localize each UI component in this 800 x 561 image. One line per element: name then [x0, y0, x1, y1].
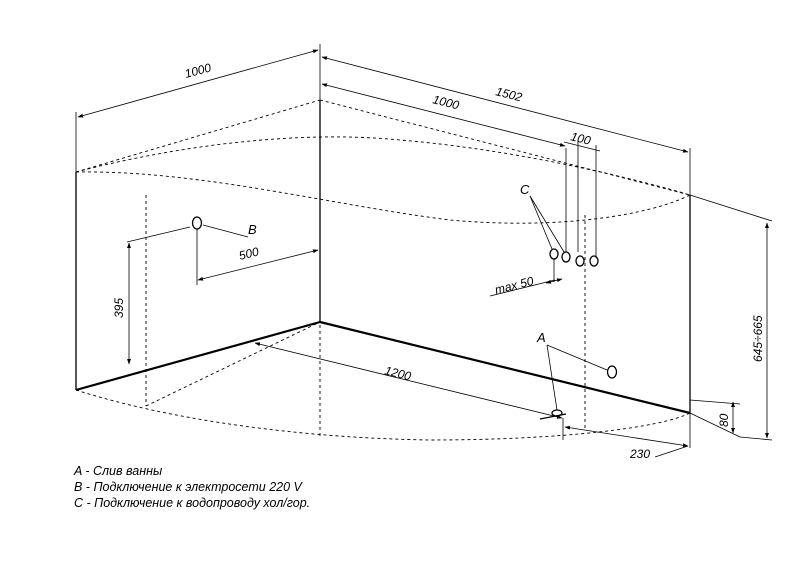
dim-width-top: 1000: [75, 44, 321, 172]
dim-label-width-top: 1000: [183, 60, 213, 81]
dim-max-water: max 50: [489, 259, 563, 297]
water-port-2-icon: [589, 255, 599, 267]
water-connections: C: [520, 182, 599, 267]
dim-label-power-offset: 500: [237, 244, 260, 263]
dim-label-length-to-water: 1000: [431, 92, 461, 112]
dim-power-height: 395: [112, 226, 191, 365]
power-connection: B: [191, 216, 257, 238]
cold-water-port-icon: [549, 248, 559, 260]
legend: A - Слив ванны B - Подключение к электро…: [74, 463, 310, 511]
dim-label-max-water: max 50: [493, 274, 535, 297]
dim-label-water-spacing: 100: [569, 129, 592, 148]
hot-water-port-icon: [575, 255, 585, 267]
dim-length-total: 1502: [321, 56, 691, 195]
marker-c: C: [520, 182, 530, 197]
overflow-icon: [606, 365, 618, 379]
dim-label-total-height: 645÷665: [751, 315, 765, 362]
dim-drain-offset: 230: [562, 413, 691, 461]
dim-bottom-length: 1200: [254, 342, 563, 419]
legend-item-a: A - Слив ванны: [74, 464, 163, 478]
dim-water-spacing: 100: [563, 129, 601, 258]
dim-length-to-water: 1000: [321, 83, 566, 147]
marker-b: B: [248, 222, 257, 237]
power-socket-icon: [191, 216, 203, 230]
marker-a: A: [536, 330, 546, 345]
dim-label-power-height: 395: [112, 298, 126, 318]
dim-total-height: 645÷665: [689, 194, 773, 441]
hidden-edges: [75, 99, 691, 441]
dim-power-offset: 500: [196, 229, 319, 285]
dim-label-drain-height: 80: [717, 413, 731, 427]
dim-label-length-total: 1502: [494, 84, 524, 104]
legend-item-c: C - Подключение к водопроводу хол/гор.: [74, 496, 311, 510]
dim-drain-height: 80: [689, 399, 741, 438]
dim-label-drain-offset: 230: [629, 447, 650, 461]
legend-item-b: B - Подключение к электросети 220 V: [74, 480, 302, 494]
water-port-icon: [561, 251, 571, 263]
drain-connection: A: [536, 330, 618, 420]
dim-label-bottom-length: 1200: [383, 363, 413, 383]
